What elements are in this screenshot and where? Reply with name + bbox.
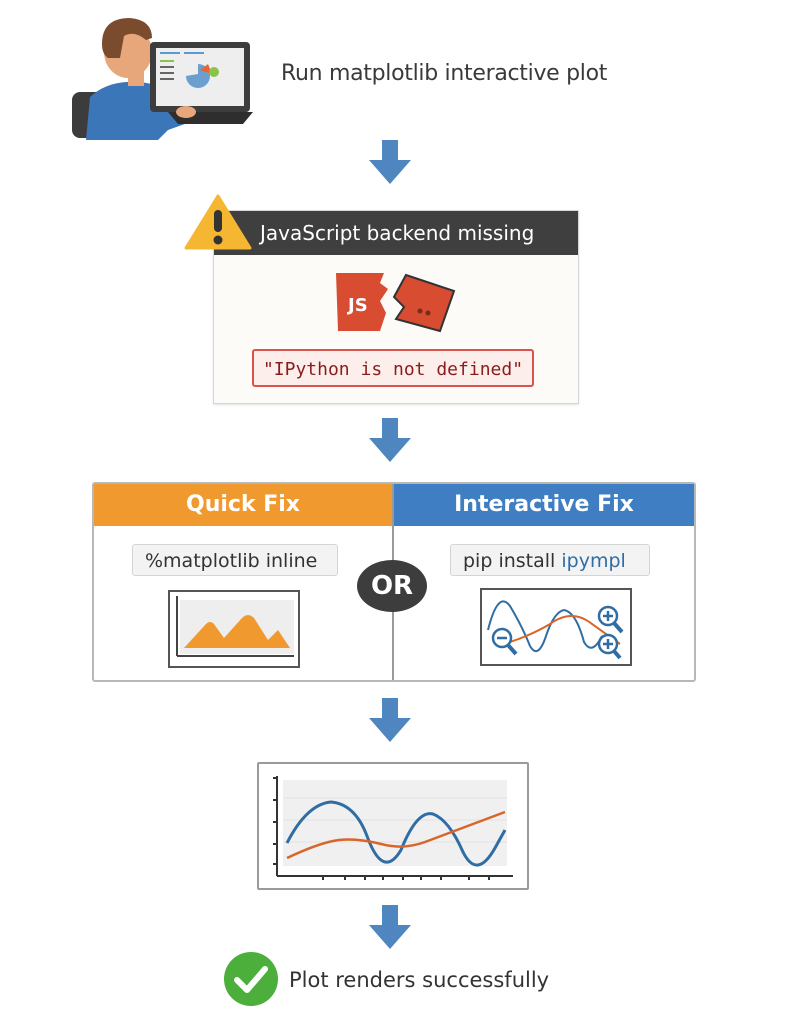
arrow-down-icon [369,905,411,949]
error-panel: JavaScript backend missing JS "IPython i… [213,210,579,404]
quick-fix-command: %matplotlib inline [132,544,338,576]
zoomable-plot-icon [480,588,632,666]
svg-text:JS: JS [346,295,368,316]
command-prefix: pip install [463,550,562,572]
result-plot-panel [257,762,529,890]
line-chart-icon [273,776,513,880]
command-package: ipympl [561,550,626,572]
warning-triangle-icon [184,194,252,250]
arrow-down-icon [369,140,411,184]
success-label: Plot renders successfully [289,968,550,992]
interactive-fix-panel: Interactive Fix pip install ipympl [394,484,694,680]
person-at-laptop-icon [68,12,253,140]
arrow-down-icon [369,418,411,462]
quick-fix-panel: Quick Fix %matplotlib inline [94,484,394,680]
interactive-fix-header: Interactive Fix [394,484,694,526]
area-chart-icon [168,590,300,668]
error-message: "IPython is not defined" [252,349,534,387]
broken-js-icon: JS [336,273,456,333]
or-separator: OR [357,560,427,612]
interactive-fix-command: pip install ipympl [450,544,650,576]
arrow-down-icon [369,698,411,742]
check-circle-icon [224,952,278,1006]
error-header: JavaScript backend missing [214,211,578,255]
quick-fix-header: Quick Fix [94,484,392,526]
step-run-label: Run matplotlib interactive plot [281,61,608,86]
